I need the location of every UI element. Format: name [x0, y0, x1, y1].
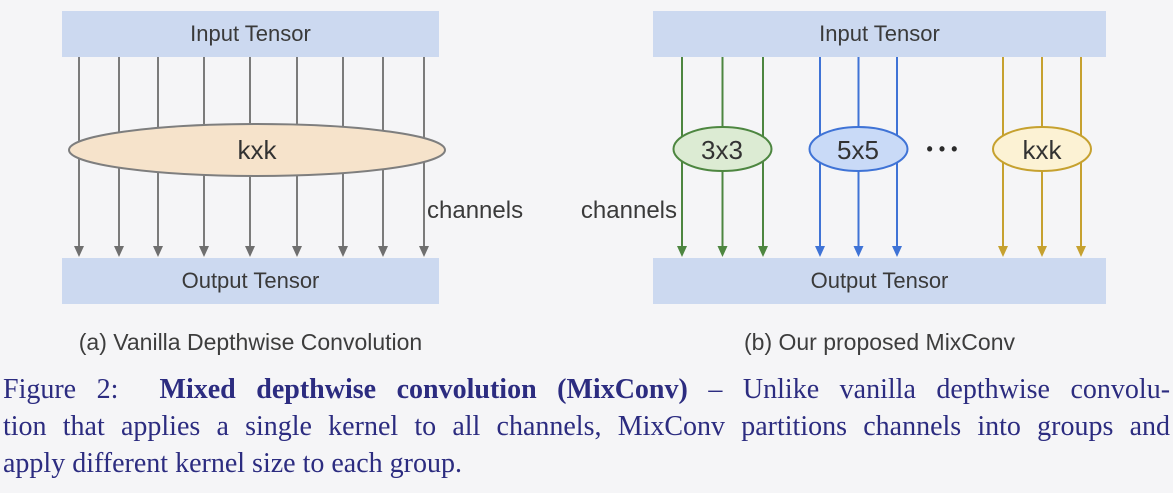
- kernel-label-5x5: 5x5: [837, 135, 879, 165]
- caption-bold-title: Mixed depthwise convolution (MixConv): [159, 374, 688, 405]
- kernel-label-kxk-mixconv: kxk: [1022, 135, 1062, 165]
- ellipsis-dots: •••: [926, 139, 964, 159]
- caption-line-1: Figure 2: Mixed depthwise convolution (M…: [3, 371, 1170, 408]
- output-tensor-label-vanilla: Output Tensor: [181, 268, 320, 293]
- channel-arrowheads-kxk: [998, 246, 1086, 257]
- output-tensor-label-mixconv: Output Tensor: [810, 268, 949, 293]
- caption-line-3: apply different kernel size to each grou…: [3, 448, 462, 479]
- input-tensor-box-vanilla: Input Tensor: [62, 11, 439, 57]
- input-tensor-box-mixconv: Input Tensor: [653, 11, 1106, 57]
- input-tensor-label-mixconv: Input Tensor: [819, 21, 940, 46]
- kernel-label-3x3: 3x3: [701, 135, 743, 165]
- channels-label-mixconv: channels: [580, 197, 677, 224]
- caption-line-1-rest: – Unlike vanilla depthwise convolu-: [708, 374, 1171, 405]
- diagram-canvas: [68, 57, 1092, 257]
- kernel-label-kxk-vanilla: kxk: [237, 135, 277, 165]
- caption-line-2: tion that applies a single kernel to all…: [3, 411, 1170, 442]
- caption-figure-label: Figure 2:: [3, 374, 119, 405]
- kernel-ellipse-5x5: [808, 126, 909, 172]
- input-tensor-label-vanilla: Input Tensor: [190, 21, 311, 46]
- channel-arrowheads-3x3: [677, 246, 768, 257]
- channels-label-vanilla: channels: [427, 197, 524, 224]
- kernel-ellipse-kxk-mixconv: [992, 126, 1092, 172]
- figure-caption: Figure 2: Mixed depthwise convolution (M…: [3, 371, 1170, 482]
- subcaption-a: (a) Vanilla Depthwise Convolution: [78, 329, 423, 355]
- kernel-ellipse-kxk-vanilla: [68, 123, 446, 177]
- channel-arrowheads-vanilla: [74, 246, 429, 257]
- output-tensor-box-mixconv: Output Tensor: [653, 258, 1106, 304]
- channel-arrowheads-5x5: [815, 246, 902, 257]
- kernel-ellipse-3x3: [672, 126, 773, 172]
- subcaption-b: (b) Our proposed MixConv: [744, 329, 1015, 355]
- output-tensor-box-vanilla: Output Tensor: [62, 258, 439, 304]
